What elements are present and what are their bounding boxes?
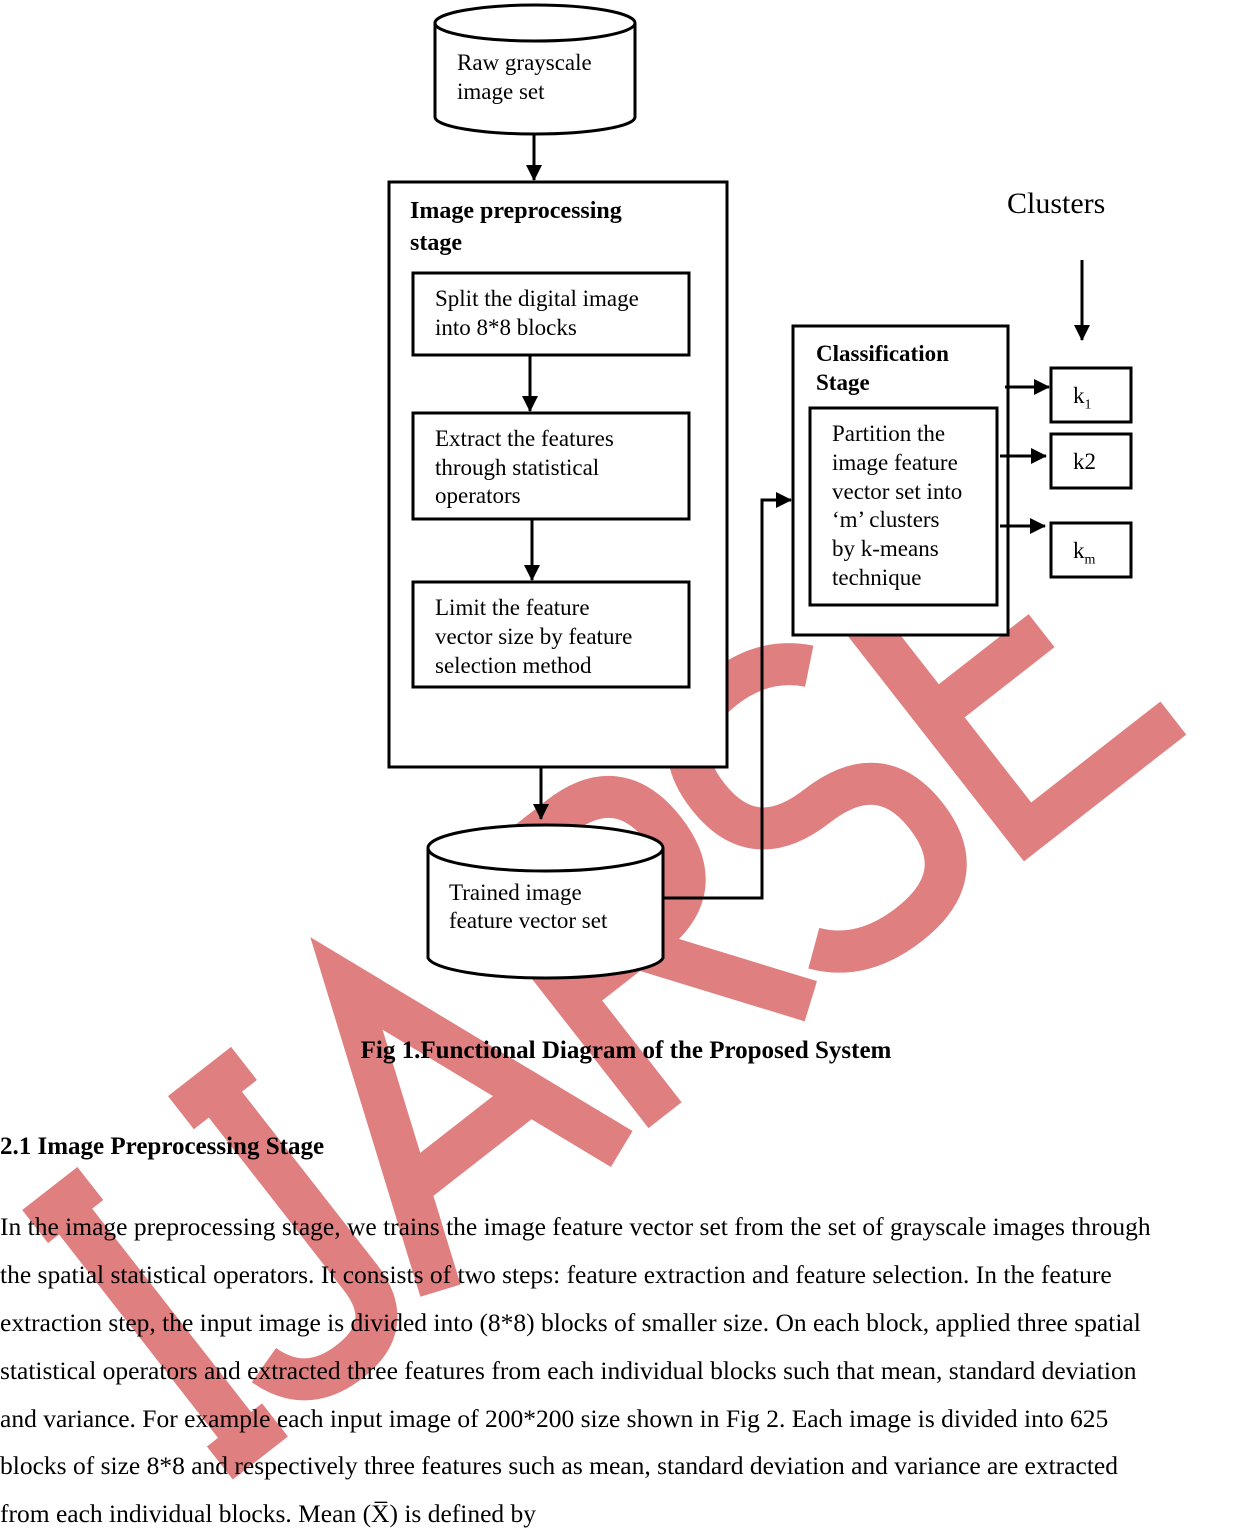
raw-image-database <box>433 3 637 136</box>
paragraph-line: from each individual blocks. Mean (X̅) i… <box>0 1499 537 1528</box>
watermark-letter-r <box>450 775 817 1129</box>
step3-line1: Limit the feature <box>435 595 590 620</box>
paragraph-line: extraction step, the input image is divi… <box>0 1308 1141 1337</box>
clusters-label: Clusters <box>1007 187 1106 220</box>
arrow <box>663 492 792 900</box>
cluster-k2-label: k2 <box>1073 449 1096 474</box>
limit-step-box <box>411 580 691 689</box>
paragraph-line: In the image preprocessing stage, we tra… <box>0 1212 1151 1241</box>
functional-diagram <box>387 3 1133 980</box>
paragraph-line: and variance. For example each input ima… <box>0 1404 1109 1433</box>
section-heading: 2.1 Image Preprocessing Stage <box>0 1133 325 1160</box>
partition-line5: by k-means <box>832 536 939 561</box>
partition-line4: ‘m’ clusters <box>832 507 940 532</box>
step2-line3: operators <box>435 483 521 508</box>
partition-line3: vector set into <box>832 479 963 504</box>
cluster-k1-base: k <box>1073 383 1085 408</box>
partition-line6: technique <box>832 565 922 590</box>
classification-title-line2: Stage <box>816 370 870 395</box>
cluster-km-box <box>1049 521 1133 579</box>
step2-line2: through statistical <box>435 455 600 480</box>
figure-caption: Fig 1.Functional Diagram of the Proposed… <box>360 1037 892 1064</box>
trained-db-line2: feature vector set <box>449 908 608 933</box>
partition-line2: image feature <box>832 450 958 475</box>
trained-db-line1: Trained image <box>449 880 582 905</box>
watermark-letter-a <box>310 937 633 1297</box>
cluster-km-base: k <box>1073 538 1085 563</box>
step3-line3: selection method <box>435 653 592 678</box>
extract-step-box <box>411 411 691 521</box>
cluster-k2-box <box>1049 432 1133 490</box>
step3-line2: vector size by feature <box>435 624 633 649</box>
classification-title-line1: Classification <box>816 341 949 366</box>
paragraph-line: the spatial statistical operators. It co… <box>0 1260 1112 1289</box>
partition-line1: Partition the <box>832 421 946 446</box>
preprocessing-title-line2: stage <box>410 230 462 256</box>
cluster-km-sub: m <box>1084 552 1096 568</box>
raw-db-line2: image set <box>457 79 545 104</box>
step1-line2: into 8*8 blocks <box>435 315 577 340</box>
trained-feature-database <box>426 823 665 980</box>
watermark-letter-i <box>22 1166 288 1480</box>
cluster-km-label: km <box>1073 536 1095 575</box>
split-step-box <box>411 271 691 357</box>
cluster-k1-sub: 1 <box>1084 397 1092 413</box>
step2-line1: Extract the features <box>435 426 614 451</box>
cluster-k1-box <box>1049 366 1133 424</box>
preprocessing-title-line1: Image preprocessing <box>410 198 622 224</box>
partition-box <box>808 406 999 607</box>
cluster-k1-label: k1 <box>1073 381 1092 420</box>
paragraph-line: statistical operators and extracted thre… <box>0 1356 1137 1385</box>
step1-line1: Split the digital image <box>435 286 639 311</box>
raw-db-line1: Raw grayscale <box>457 50 592 75</box>
paragraph-line: blocks of size 8*8 and respectively thre… <box>0 1451 1118 1480</box>
watermark-letter-j <box>167 1046 398 1401</box>
